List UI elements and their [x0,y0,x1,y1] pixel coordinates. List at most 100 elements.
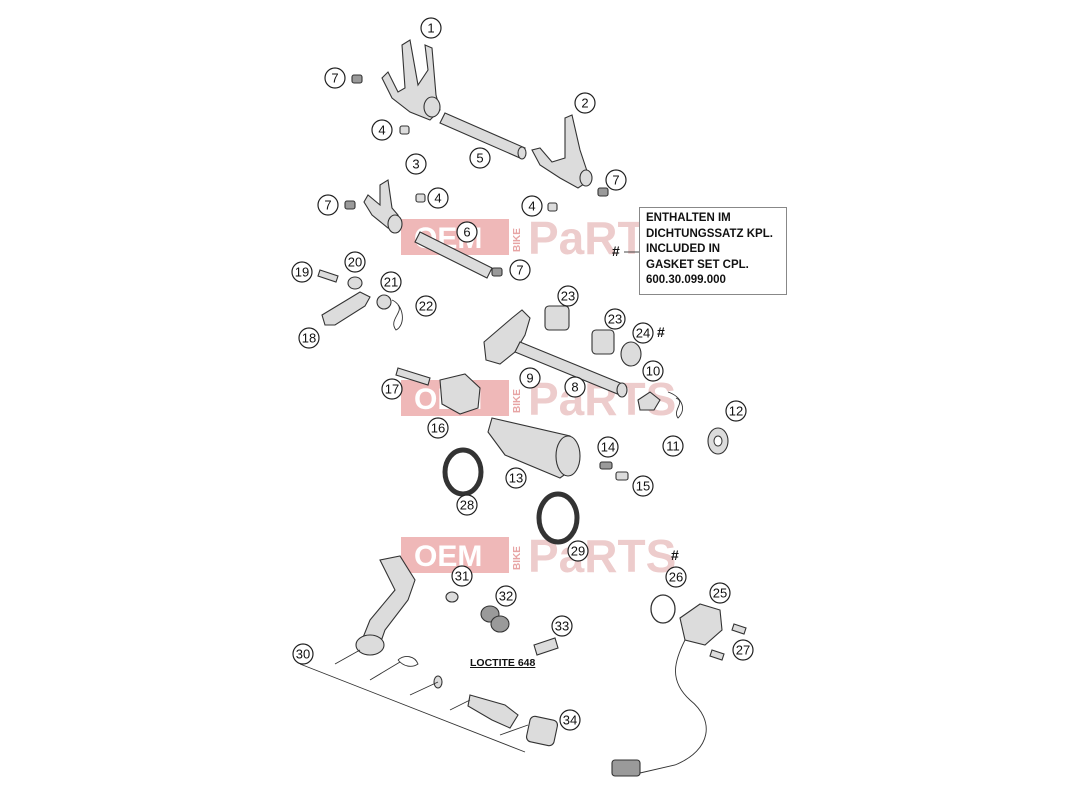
shift-fork-1-drawing [381,39,441,121]
pedal-fasteners-drawing [445,591,559,656]
callout-20: 20 [344,251,366,273]
shift-drum-13-drawing [487,417,581,479]
svg-text:19: 19 [295,265,309,280]
callout-13: 13 [505,467,527,489]
callout-23: 23 [604,308,626,330]
callout-19: 19 [291,261,313,283]
watermark-bike-text: BIKE [512,546,523,570]
callout-17: 17 [381,378,403,400]
callout-8: 8 [564,376,586,398]
svg-text:16: 16 [431,421,445,436]
callout-26: 26 [665,566,687,588]
svg-text:2: 2 [581,96,588,111]
svg-text:5: 5 [476,151,483,166]
callout-6: 6 [456,221,478,243]
svg-text:8: 8 [571,380,578,395]
callout-2: 2 [574,92,596,114]
svg-text:7: 7 [331,71,338,86]
callout-33: 33 [551,615,573,637]
callout-28: 28 [456,494,478,516]
gear-position-sensor-drawing [611,594,747,777]
svg-text:7: 7 [612,173,619,188]
shift-pedal-30-drawing [355,555,416,656]
bearings-drawing [544,305,642,367]
callout-27: 27 [732,639,754,661]
svg-text:23: 23 [561,289,575,304]
shift-drum-pins-drawing [599,461,629,481]
svg-text:14: 14 [601,440,615,455]
callout-10: 10 [642,360,664,382]
legend-line: ENTHALTEN IM [646,212,731,224]
legend-box: ENTHALTEN IM DICHTUNGSSATZ KPL. INCLUDED… [639,207,787,295]
legend-line: GASKET SET CPL. [646,258,749,271]
shift-rod-5-drawing [439,112,527,160]
callout-31: 31 [451,565,473,587]
shift-drum-locating-drawing [395,367,481,415]
svg-text:4: 4 [434,191,441,206]
svg-text:17: 17 [385,382,399,397]
callout-15: 15 [632,475,654,497]
svg-text:3: 3 [412,157,419,172]
svg-text:11: 11 [666,439,680,454]
springs-drawing [344,74,609,277]
svg-text:28: 28 [460,498,474,513]
shift-shaft-drawing [483,309,628,398]
callout-22: 22 [415,295,437,317]
svg-text:13: 13 [509,471,523,486]
callout-14: 14 [597,436,619,458]
loctite-note: LOCTITE 648 [470,657,536,669]
legend-line: DICHTUNGSSATZ KPL. [646,227,773,240]
callout-7: 7 [324,67,346,89]
svg-text:4: 4 [528,199,535,214]
svg-text:4: 4 [378,123,385,138]
svg-text:20: 20 [348,255,362,270]
svg-text:26: 26 [669,570,683,585]
callout-23: 23 [557,285,579,307]
legend-line: 600.30.099.000 [646,274,726,286]
locking-lever-drawing [637,391,729,455]
svg-text:22: 22 [419,299,433,314]
legend-hash-marker: # [612,243,620,259]
watermark-oem-text: OEM [414,540,482,573]
callout-7: 7 [509,259,531,281]
callout-34: 34 [559,709,581,731]
callout-21: 21 [380,271,402,293]
pedal-leader-lines [299,649,529,753]
svg-text:12: 12 [729,404,743,419]
hash-marker-24: # [657,324,665,340]
callout-1: 1 [420,17,442,39]
callout-7: 7 [317,194,339,216]
callout-7: 7 [605,169,627,191]
callout-18: 18 [298,327,320,349]
callout-5: 5 [469,147,491,169]
svg-text:6: 6 [463,225,470,240]
callout-25: 25 [709,582,731,604]
shift-rod-6-drawing [414,231,493,279]
svg-text:7: 7 [516,263,523,278]
shift-fork-2-drawing [531,114,593,189]
svg-text:15: 15 [636,479,650,494]
callout-29: 29 [567,540,589,562]
svg-text:31: 31 [455,569,469,584]
shift-lever-group-drawing [317,269,403,331]
svg-text:18: 18 [302,331,316,346]
watermark-bike-text: BIKE [512,389,523,413]
callout-12: 12 [725,400,747,422]
guide-pins-drawing [399,125,558,212]
callout-4: 4 [521,195,543,217]
svg-text:24: 24 [636,326,650,341]
callout-16: 16 [427,417,449,439]
svg-text:1: 1 [427,21,434,36]
svg-text:7: 7 [324,198,331,213]
callout-4: 4 [371,119,393,141]
legend-line: INCLUDED IN [646,243,721,255]
callout-11: 11 [662,435,684,457]
svg-text:10: 10 [646,364,660,379]
svg-text:34: 34 [563,713,577,728]
svg-text:23: 23 [608,312,622,327]
callout-9: 9 [519,367,541,389]
shift-fork-3-drawing [363,179,403,234]
callout-30: 30 [292,643,314,665]
svg-text:25: 25 [713,586,727,601]
